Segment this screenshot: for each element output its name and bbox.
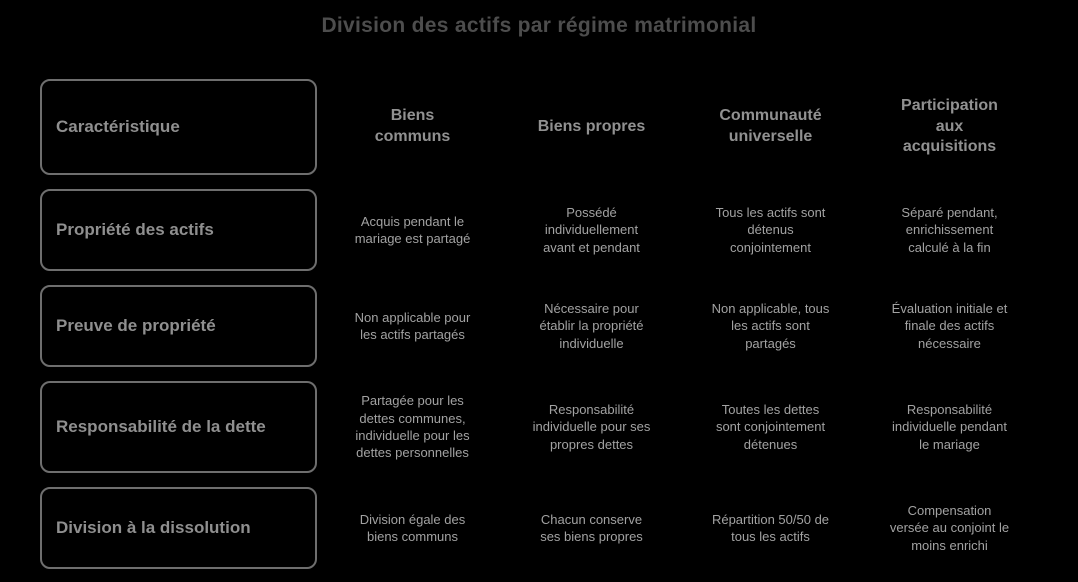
page-title: Division des actifs par régime matrimoni… <box>321 14 757 37</box>
table-cell: Responsabilité individuelle pendant le m… <box>892 402 1007 452</box>
row-label: Propriété des actifs <box>56 220 214 239</box>
corner-cell-caracteristique: Caractéristique <box>40 79 317 175</box>
table-cell: Séparé pendant, enrichissement calculé à… <box>901 205 998 255</box>
table-cell: Non applicable pour les actifs partagés <box>354 309 471 342</box>
column-header-communaute-universelle: Communauté universelle <box>719 107 822 145</box>
column-header-biens-propres: Biens propres <box>537 117 646 135</box>
regimes-table: Caractéristique Biens communs Biens prop… <box>40 79 1039 569</box>
row-label: Division à la dissolution <box>56 518 251 537</box>
table-cell: Répartition 50/50 de tous les actifs <box>711 511 830 544</box>
table-cell: Acquis pendant le mariage est partagé <box>354 213 471 246</box>
row-label: Responsabilité de la dette <box>56 417 266 436</box>
table-cell: Nécessaire pour établir la propriété ind… <box>539 301 644 351</box>
table-cell: Possédé individuellement avant et pendan… <box>543 205 640 255</box>
table-cell: Non applicable, tous les actifs sont par… <box>711 301 830 351</box>
column-header-participation-acquisitions: Participation aux acquisitions <box>901 96 998 156</box>
row-header-responsabilite-de-la-dette: Responsabilité de la dette <box>40 381 317 473</box>
column-header-biens-communs: Biens communs <box>374 107 451 145</box>
table-cell: Partagée pour les dettes communes, indiv… <box>355 393 470 461</box>
table-cell: Division égale des biens communs <box>359 511 466 544</box>
corner-label: Caractéristique <box>56 117 180 136</box>
table-cell: Tous les actifs sont détenus conjointeme… <box>715 205 826 255</box>
row-label: Preuve de propriété <box>56 316 216 335</box>
table-cell: Toutes les dettes sont conjointement dét… <box>715 402 826 452</box>
table-cell: Chacun conserve ses biens propres <box>540 511 643 544</box>
row-header-preuve-de-propriete: Preuve de propriété <box>40 285 317 367</box>
table-cell: Évaluation initiale et finale des actifs… <box>891 301 1008 351</box>
row-header-propriete-des-actifs: Propriété des actifs <box>40 189 317 271</box>
table-cell: Compensation versée au conjoint le moins… <box>889 503 1010 553</box>
table-cell: Responsabilité individuelle pour ses pro… <box>532 402 651 452</box>
row-header-division-a-la-dissolution: Division à la dissolution <box>40 487 317 569</box>
